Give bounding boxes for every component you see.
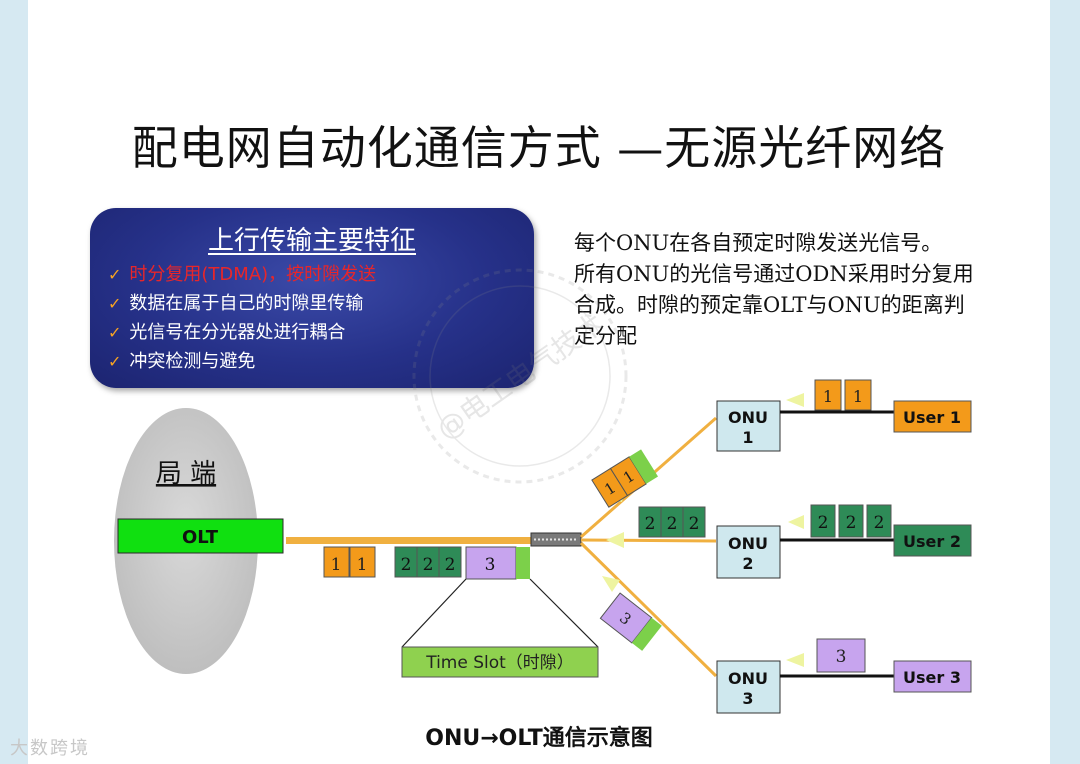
time-slot-box <box>401 646 599 678</box>
arrow-icon <box>606 532 624 548</box>
features-list: ✓ 时分复用(TDMA)，按时隙发送 ✓ 数据在属于自己的时隙里传输 ✓ 光信号在分光… <box>108 260 376 376</box>
onu-1-box <box>716 400 781 452</box>
svg-text:ONU: ONU <box>728 534 768 553</box>
feature-item: ✓ 时分复用(TDMA)，按时隙发送 <box>108 260 376 289</box>
feature-text: 光信号在分光器处进行耦合 <box>129 322 346 343</box>
olt-label: OLT <box>182 527 219 548</box>
description-line: 定分配 <box>574 324 637 348</box>
feature-text: 时分复用(TDMA)，按时隙发送 <box>129 264 377 285</box>
svg-text:2: 2 <box>667 514 678 534</box>
svg-text:2: 2 <box>818 513 829 533</box>
svg-text:3: 3 <box>742 689 753 708</box>
check-icon: ✓ <box>108 294 122 313</box>
features-heading: 上行传输主要特征 <box>207 226 416 256</box>
branch3-frames: 3 <box>599 592 662 651</box>
svg-text:ONU: ONU <box>728 408 768 427</box>
svg-text:1: 1 <box>823 387 833 406</box>
svg-text:User 3: User 3 <box>903 668 961 687</box>
arrow-icon <box>788 515 804 529</box>
watermark-stamp: @电工电气技术 <box>412 268 628 484</box>
branch-fiber-3 <box>579 541 718 678</box>
svg-text:2: 2 <box>874 513 885 533</box>
olt-box <box>117 518 284 554</box>
features-panel: 上行传输主要特征 ✓ 时分复用(TDMA)，按时隙发送 ✓ 数据在属于自己的时隙里传… <box>90 208 534 388</box>
trunk-frames: 1 1 2 2 2 3 <box>323 546 530 580</box>
feature-item: ✓ 数据在属于自己的时隙里传输 <box>108 289 376 318</box>
trunk-fiber <box>286 537 536 544</box>
svg-text:1: 1 <box>853 387 863 406</box>
central-office-label: 局 端 <box>156 459 216 489</box>
description-line: 合成。时隙的预定靠OLT与ONU的距离判 <box>574 293 965 317</box>
branch2-frames: 2 2 2 <box>638 506 706 538</box>
arrow-icon <box>786 393 804 407</box>
feature-text: 数据在属于自己的时隙里传输 <box>129 293 364 314</box>
slide: 配电网自动化通信方式 —无源光纤网络 上行传输主要特征 ✓ 时分复用(TDMA)，… <box>28 0 1050 764</box>
svg-text:2: 2 <box>846 513 857 533</box>
svg-text:2: 2 <box>423 555 434 575</box>
svg-text:ONU: ONU <box>728 669 768 688</box>
check-icon: ✓ <box>108 352 122 371</box>
svg-text:3: 3 <box>836 647 847 667</box>
feature-item: ✓ 冲突检测与避免 <box>108 347 376 376</box>
user-2-box <box>893 524 972 557</box>
time-slot-label: Time Slot（时隙） <box>425 653 574 673</box>
svg-text:1: 1 <box>357 555 368 575</box>
svg-text:2: 2 <box>645 514 656 534</box>
svg-text:2: 2 <box>689 514 700 534</box>
slide-title: 配电网自动化通信方式 —无源光纤网络 <box>131 121 947 175</box>
svg-text:1: 1 <box>331 555 342 575</box>
watermark-text: @电工电气技术 <box>431 307 610 446</box>
svg-text:2: 2 <box>445 555 456 575</box>
user-3-box <box>893 660 972 693</box>
svg-text:3: 3 <box>485 555 496 575</box>
diagram-caption: ONU→OLT通信示意图 <box>425 726 653 751</box>
check-icon: ✓ <box>108 323 122 342</box>
svg-text:1: 1 <box>742 428 753 447</box>
branch-fiber-2 <box>580 538 717 543</box>
description-line: 每个ONU在各自预定时隙发送光信号。 <box>574 231 943 255</box>
pon-diagram: @电工电气技术 局 端 OLT 1 1 2 2 <box>114 268 972 714</box>
arrow-icon <box>786 653 804 667</box>
svg-text:User 1: User 1 <box>903 408 961 427</box>
onu-3-box <box>716 660 781 714</box>
description-line: 所有ONU的光信号通过ODN采用时分复用 <box>574 262 974 286</box>
arrow-icon <box>602 576 620 592</box>
svg-text:User 2: User 2 <box>903 532 961 551</box>
check-icon: ✓ <box>108 265 122 284</box>
onu-2-box <box>716 525 781 579</box>
branch1-frames: 1 1 <box>591 449 659 508</box>
svg-text:2: 2 <box>742 554 753 573</box>
svg-text:2: 2 <box>401 555 412 575</box>
watermark-bottom-left: 大数跨境 <box>10 738 90 759</box>
description: 每个ONU在各自预定时隙发送光信号。 所有ONU的光信号通过ODN采用时分复用 … <box>574 228 1014 352</box>
feature-text: 冲突检测与避免 <box>129 351 256 372</box>
user-1-box <box>893 400 972 433</box>
feature-item: ✓ 光信号在分光器处进行耦合 <box>108 318 376 347</box>
